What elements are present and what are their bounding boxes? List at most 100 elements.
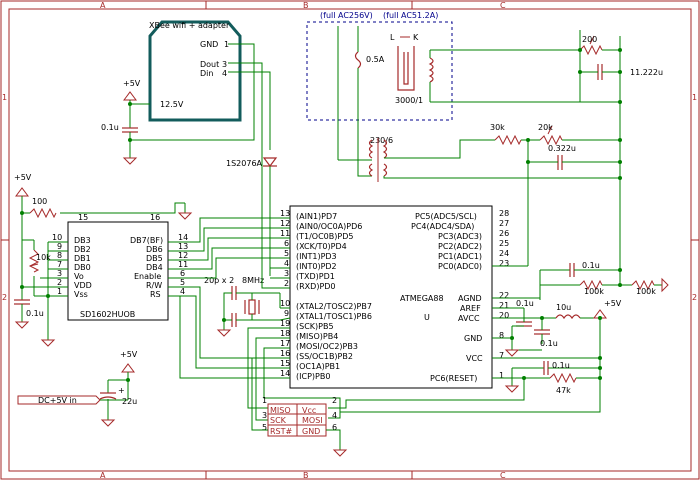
aref-cap-label: 0.1u — [516, 299, 534, 308]
cap-01u-bias-label: 0.1u — [582, 261, 600, 270]
svg-text:PC3(ADC3): PC3(ADC3) — [438, 232, 482, 241]
svg-text:VCC: VCC — [466, 354, 483, 363]
frame-row-1-right: 1 — [692, 93, 697, 102]
isp-pin-2: 2 — [332, 396, 337, 405]
isp-pin-5: 5 — [262, 423, 267, 432]
svg-text:11: 11 — [280, 229, 290, 238]
svg-text:25: 25 — [499, 239, 509, 248]
svg-text:15: 15 — [280, 359, 290, 368]
mcu-left-pin: 12(AIN0/OC0A)PD6 — [280, 219, 362, 231]
svg-text:7: 7 — [499, 351, 504, 360]
lcd-pin15: 15 — [78, 213, 88, 222]
svg-text:10: 10 — [280, 299, 290, 308]
svg-text:5: 5 — [284, 249, 289, 258]
svg-text:AREF: AREF — [460, 304, 481, 313]
svg-text:6: 6 — [284, 239, 289, 248]
svg-text:6: 6 — [180, 269, 185, 278]
svg-text:12: 12 — [178, 251, 188, 260]
mcu-ref: U — [424, 313, 430, 322]
svg-text:DB6: DB6 — [146, 245, 163, 254]
svg-text:16: 16 — [280, 349, 290, 358]
svg-text:2: 2 — [57, 278, 62, 287]
regulator-label: 12.5V — [160, 100, 184, 109]
mcu: ATMEGA88 U 13(AIN1)PD7 12(AIN0/OC0A)PD6 … — [179, 186, 622, 421]
svg-text:8: 8 — [57, 251, 62, 260]
svg-text:(TXD)PD1: (TXD)PD1 — [296, 272, 335, 281]
mcu-right-wires: 0.1u 10u +5V 0.1u — [328, 262, 622, 413]
svg-text:PC2(ADC2): PC2(ADC2) — [438, 242, 482, 251]
svg-text:26: 26 — [499, 229, 509, 238]
svg-text:2: 2 — [284, 279, 289, 288]
svg-text:21: 21 — [499, 301, 509, 310]
mcu-right-pin: PC3(ADC3) 26 — [438, 229, 509, 241]
mcu-right-pin: PC0(ADC0) 23 — [438, 259, 509, 271]
svg-text:R/W: R/W — [146, 281, 162, 290]
svg-text:AVCC: AVCC — [458, 314, 480, 323]
mcu-left-pin: 5(INT1)PD3 — [284, 249, 337, 261]
svg-text:DB4: DB4 — [146, 263, 163, 272]
isp-pin-1: 1 — [262, 396, 267, 405]
svg-text:(INT0)PD2: (INT0)PD2 — [296, 262, 337, 271]
svg-text:22: 22 — [499, 291, 509, 300]
mcu-right-pin: VCC 7 — [466, 351, 504, 363]
dc-input: +5V DC+5V in + 22u — [17, 350, 138, 427]
xbee-module: XBee wifi + adapter GND 1 Dout 3 Din 4 — [130, 20, 271, 165]
mcu-right-pins: PC5(ADC5/SCL)28 PC4(ADC4/SDA)27 PC3(ADC3… — [411, 209, 509, 383]
svg-text:(XTAL2/TOSC2)PB7: (XTAL2/TOSC2)PB7 — [296, 302, 372, 311]
mcu-right-pin: AVCC 20 — [458, 311, 509, 323]
xbee-pin-dout-num: 3 — [222, 60, 227, 69]
svg-text:9: 9 — [284, 309, 289, 318]
diode-label: 1S2076A — [226, 159, 263, 168]
isp-pin-4: 4 — [332, 411, 337, 420]
svg-text:20: 20 — [499, 311, 509, 320]
svg-text:(XTAL1/TOSC1)PB6: (XTAL1/TOSC1)PB6 — [296, 312, 372, 321]
svg-text:1: 1 — [57, 287, 62, 296]
dc-supply-label: +5V — [120, 350, 138, 359]
svg-text:13: 13 — [280, 209, 290, 218]
svg-text:9: 9 — [57, 242, 62, 251]
mcu-left-pin: 2 (RXD)PD0 — [284, 279, 336, 291]
mcu-left-pin: 9 (XTAL1/TOSC1)PB6 — [284, 309, 372, 321]
svg-text:PC0(ADC0): PC0(ADC0) — [438, 262, 482, 271]
svg-text:28: 28 — [499, 209, 509, 218]
bulk-cap-label: 22u — [122, 397, 137, 406]
mcu-left-pin: 14(ICP)PB0 — [280, 369, 330, 381]
mcu-right-pin: PC5(ADC5/SCL)28 — [415, 209, 509, 221]
svg-text:14: 14 — [178, 233, 188, 242]
xbee-pin-gnd-num: 1 — [224, 40, 229, 49]
svg-text:(ICP)PB0: (ICP)PB0 — [296, 372, 330, 381]
lcd-right-pin: R/W 5 — [146, 278, 188, 290]
isp-mosi: MOSI — [302, 416, 323, 425]
svg-text:5: 5 — [180, 278, 185, 287]
svg-text:23: 23 — [499, 259, 509, 268]
isp-miso: MISO — [270, 406, 291, 415]
isp-gnd: GND — [302, 427, 320, 436]
ct-ratio-label: 3000/1 — [395, 96, 423, 105]
lk-k: K — [413, 33, 419, 42]
svg-text:(RXD)PD0: (RXD)PD0 — [296, 282, 336, 291]
svg-text:(XCK/T0)PD4: (XCK/T0)PD4 — [296, 242, 347, 251]
reset-resistor-label: 47k — [556, 386, 571, 395]
frame-col-c-top: C — [500, 1, 506, 10]
svg-text:PC4(ADC4/SDA): PC4(ADC4/SDA) — [411, 222, 474, 231]
svg-text:17: 17 — [280, 339, 290, 348]
mcu-left-wires — [179, 186, 341, 421]
mcu-left-pin: 11(T1/OC0B)PD5 — [280, 229, 353, 241]
crystal-freq-label: 8MHz — [242, 276, 264, 285]
supply-label-1: +5V — [123, 79, 141, 88]
avcc-cap-label: 0.1u — [540, 339, 558, 348]
frame-row-1-left: 1 — [2, 93, 7, 102]
frame-col-b-bottom: B — [303, 471, 309, 480]
svg-text:(SS/OC1B)PB2: (SS/OC1B)PB2 — [296, 352, 353, 361]
mcu-left-pin: 13(AIN1)PD7 — [280, 209, 337, 221]
crystal-caps-label: 20p x 2 — [204, 276, 234, 285]
